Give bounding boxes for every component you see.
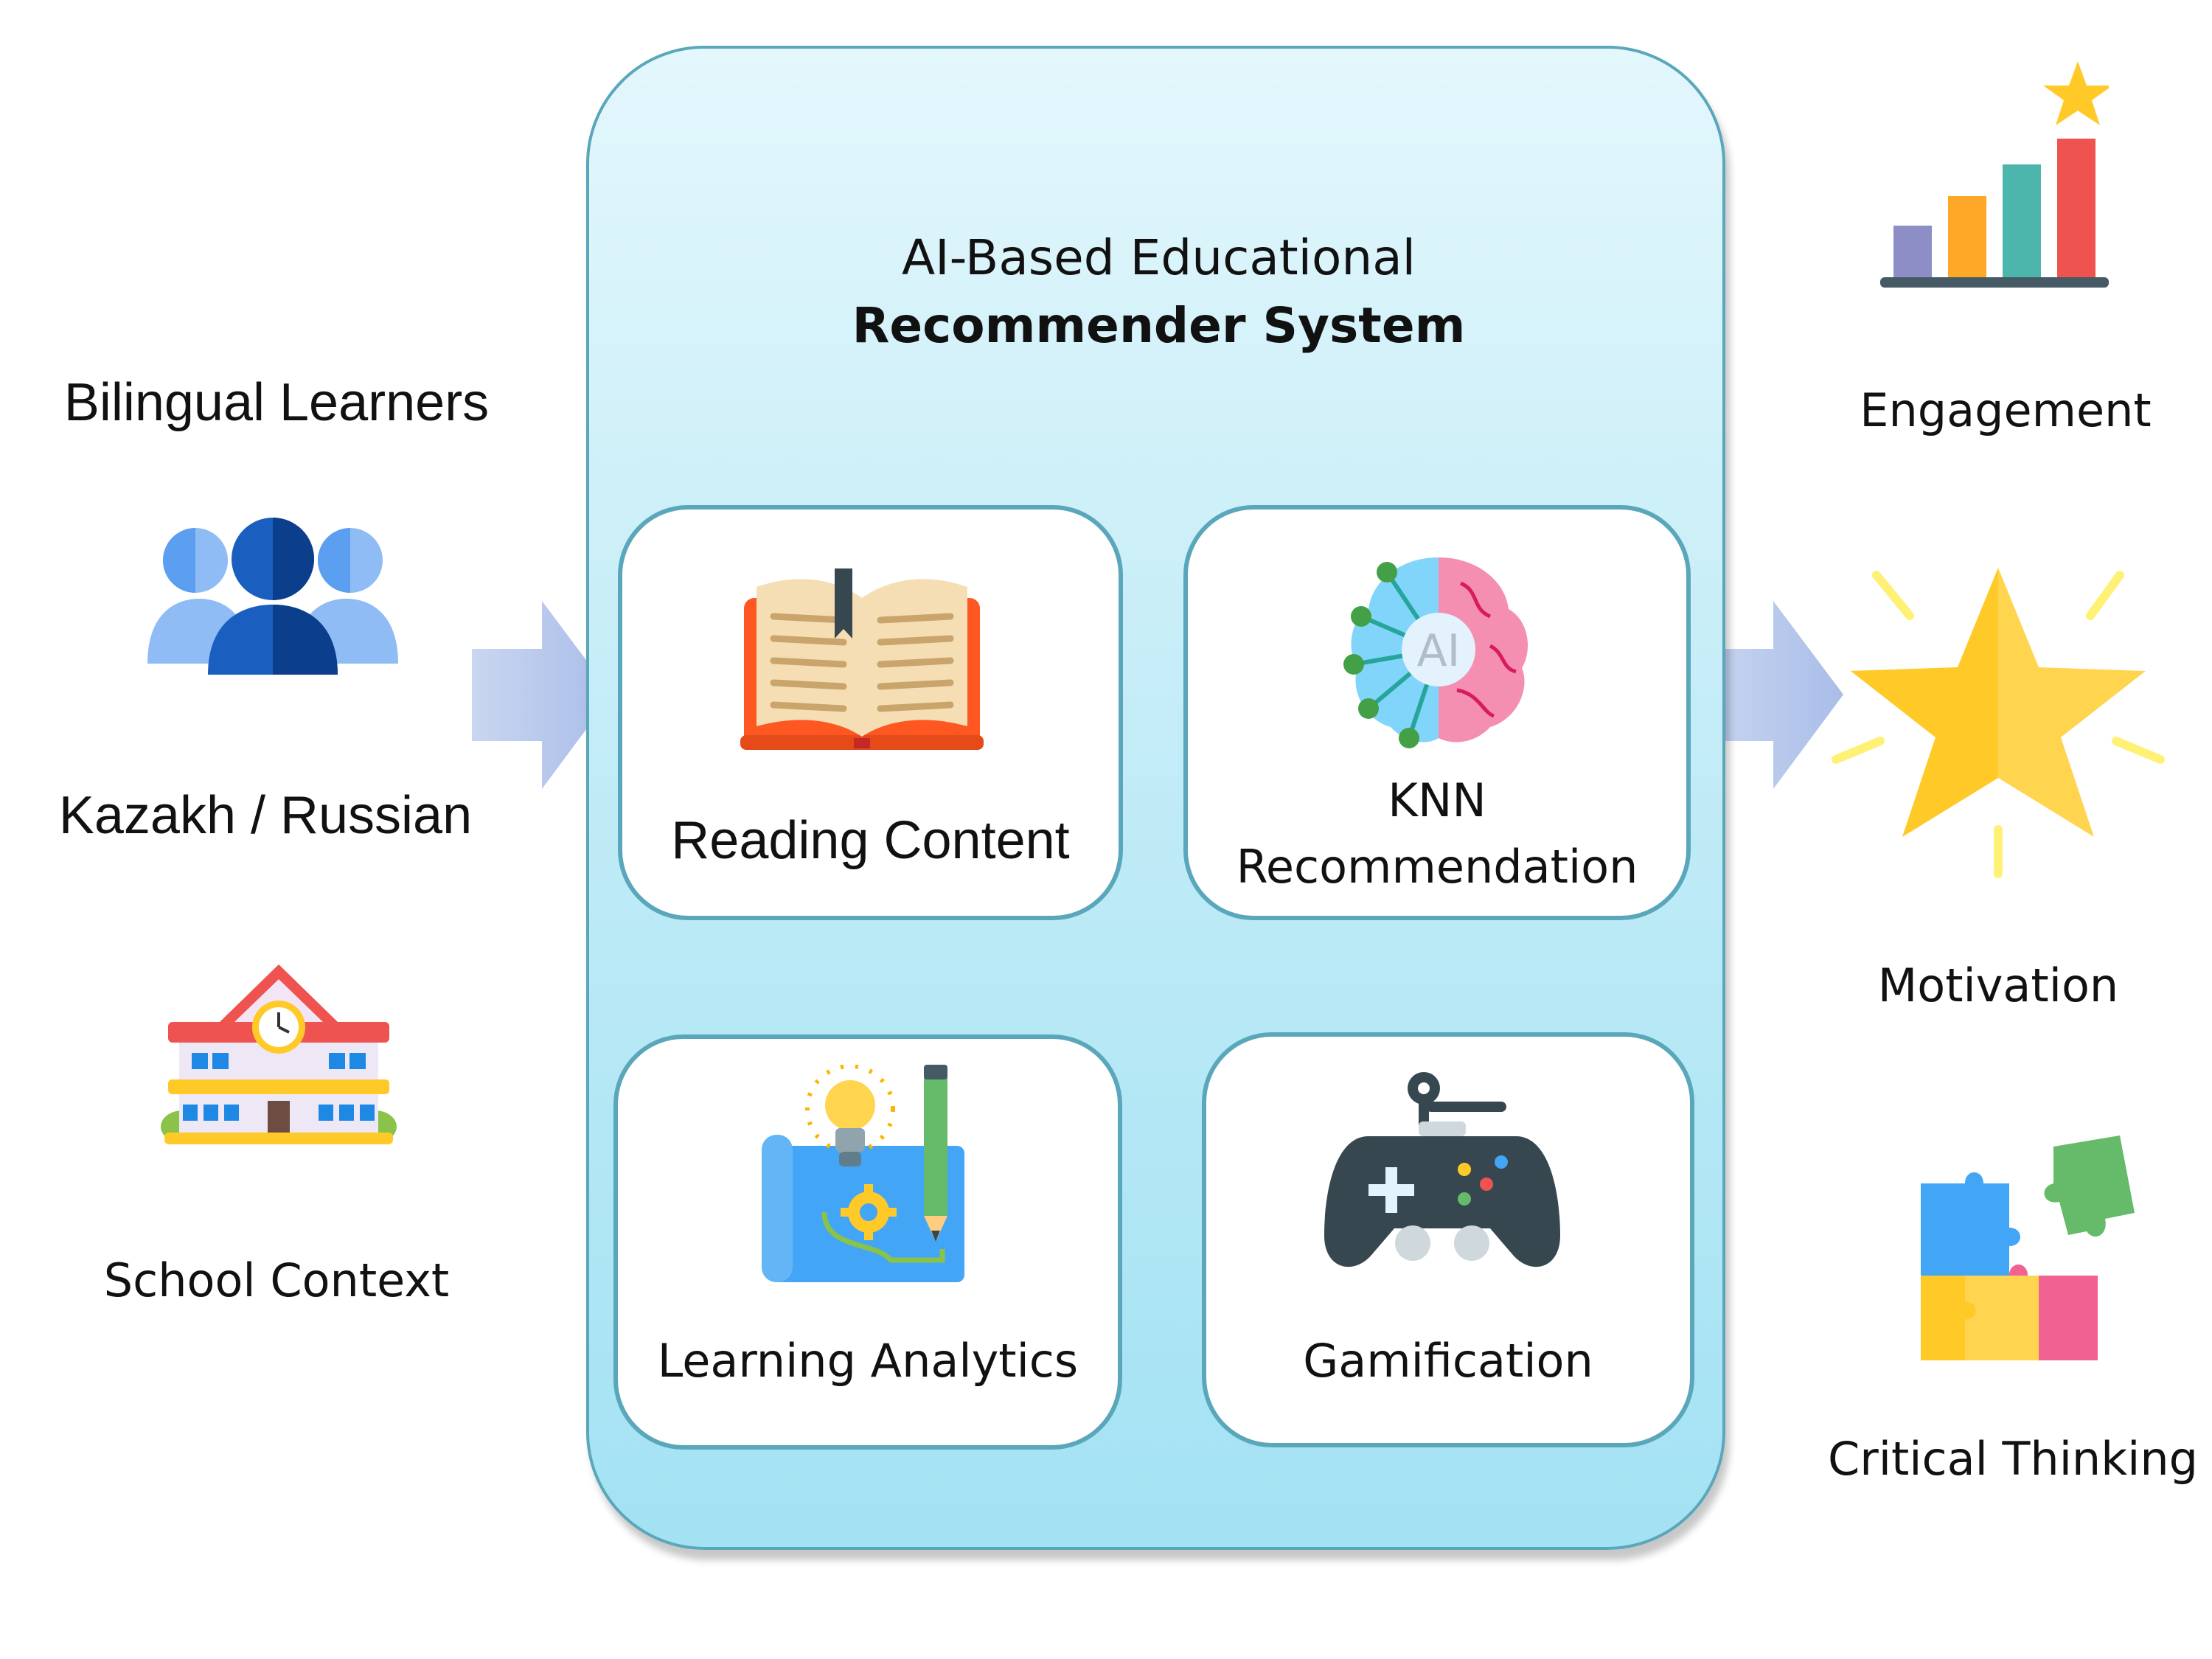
- knn-label: KNN: [1388, 773, 1486, 827]
- gamification-label: Gamification: [1303, 1334, 1593, 1388]
- module-gamification: Gamification: [1202, 1032, 1694, 1447]
- users-group-icon: [147, 518, 398, 675]
- bilingual-learners-label: Bilingual Learners: [63, 373, 490, 432]
- engagement-label: Engagement: [1860, 383, 2152, 437]
- ai-brain-icon: AI: [1343, 557, 1528, 748]
- output-arrow-icon: [1703, 601, 1843, 789]
- school-context-label: School Context: [103, 1253, 450, 1307]
- system-title-line2: Recommender System: [852, 297, 1466, 354]
- puzzle-icon: [1921, 1135, 2135, 1360]
- input-arrow-icon: [472, 601, 612, 789]
- shining-star-icon: [1832, 568, 2165, 878]
- module-knn-recommendation: AI KNN Recommendation: [1183, 505, 1691, 920]
- bar-chart-star-icon: [1880, 61, 2109, 288]
- module-reading-content: Reading Content: [618, 505, 1123, 920]
- system-title-line1: AI-Based Educational: [901, 229, 1416, 286]
- gamepad-icon: [1324, 1072, 1560, 1267]
- kazakh-russian-label: Kazakh / Russian: [58, 786, 473, 845]
- learning-analytics-label: Learning Analytics: [657, 1334, 1079, 1388]
- open-book-icon: [740, 568, 984, 750]
- ai-badge: AI: [1417, 625, 1461, 677]
- critical-thinking-label: Critical Thinking: [1827, 1432, 2199, 1486]
- motivation-label: Motivation: [1877, 959, 2119, 1012]
- school-building-icon: [161, 964, 397, 1144]
- blueprint-lightbulb-icon: [762, 1065, 964, 1282]
- module-learning-analytics: Learning Analytics: [613, 1034, 1122, 1450]
- recommendation-label: Recommendation: [1236, 840, 1638, 894]
- reading-content-label: Reading Content: [671, 811, 1070, 870]
